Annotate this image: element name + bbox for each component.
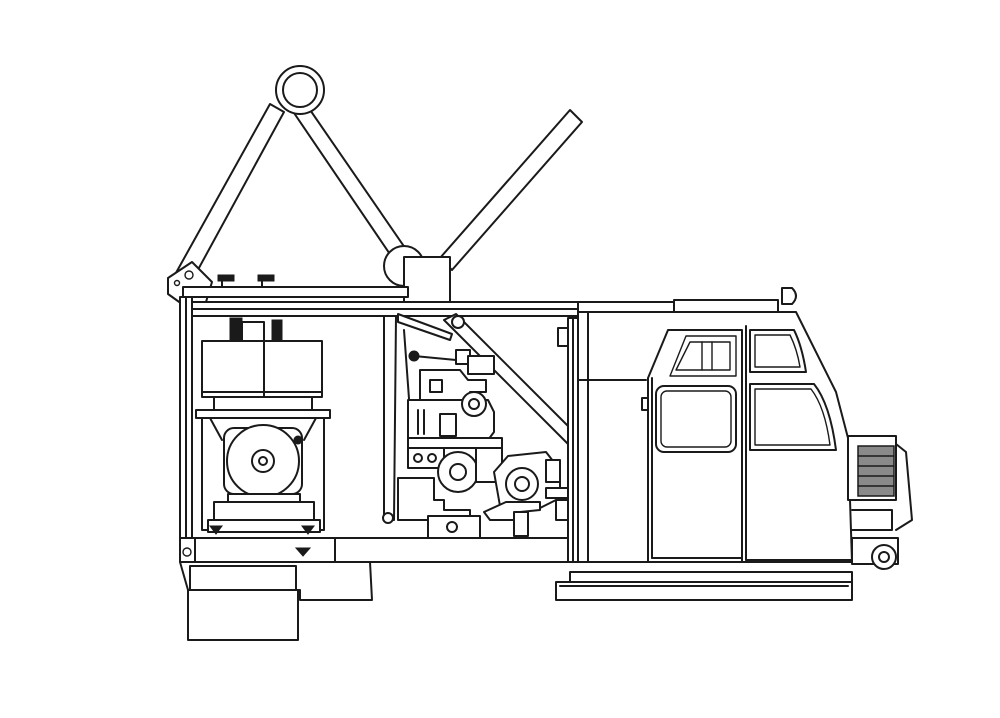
cab-roof: [673, 299, 779, 313]
turntable-ring: [569, 571, 853, 583]
gantry-left-leg: [171, 103, 285, 289]
slide-rail: [407, 437, 503, 449]
cab-side-window-upper: [749, 329, 807, 373]
bulkhead: [557, 317, 579, 563]
cab-side-window-lower: [749, 383, 837, 451]
gantry-right-leg: [291, 103, 413, 267]
oil-tank: [263, 340, 323, 398]
boom-foot-block: [403, 256, 451, 306]
rail-pad-1: [217, 274, 235, 282]
front-unit: [847, 435, 913, 570]
top-rail-left: [182, 286, 409, 298]
roof-light: [781, 287, 797, 305]
bottom-beam: [179, 537, 581, 563]
base-plate: [555, 581, 853, 601]
middle-post: [383, 315, 397, 521]
motor-skid: [207, 519, 321, 533]
counterweight-lower: [187, 589, 299, 641]
operator-cab: [577, 287, 853, 563]
exhaust-stack-2: [271, 319, 283, 343]
generator-bay: [195, 317, 331, 557]
boom-stub: [383, 109, 583, 306]
main-frame: [179, 274, 583, 641]
upper-linkage: [397, 313, 453, 341]
exhaust-stack-1: [229, 317, 243, 343]
door-handle: [641, 397, 649, 411]
brake-clamp: [483, 501, 541, 521]
door-lower-window: [655, 385, 737, 453]
equipment-shelf: [195, 409, 331, 419]
boom-arm: [439, 109, 583, 271]
winch-gearbox-bay: [397, 313, 573, 539]
door-upper-window: [669, 335, 737, 377]
fuel-tank: [201, 340, 265, 398]
a-frame-gantry: [167, 65, 413, 305]
top-sheave-inner: [282, 72, 318, 108]
front-motor: [857, 445, 895, 497]
turntable-base: [555, 571, 853, 601]
rail-pad-2: [257, 274, 275, 282]
winch-base: [397, 477, 471, 521]
counterweight-upper: [189, 565, 297, 591]
motor-base: [213, 501, 315, 521]
